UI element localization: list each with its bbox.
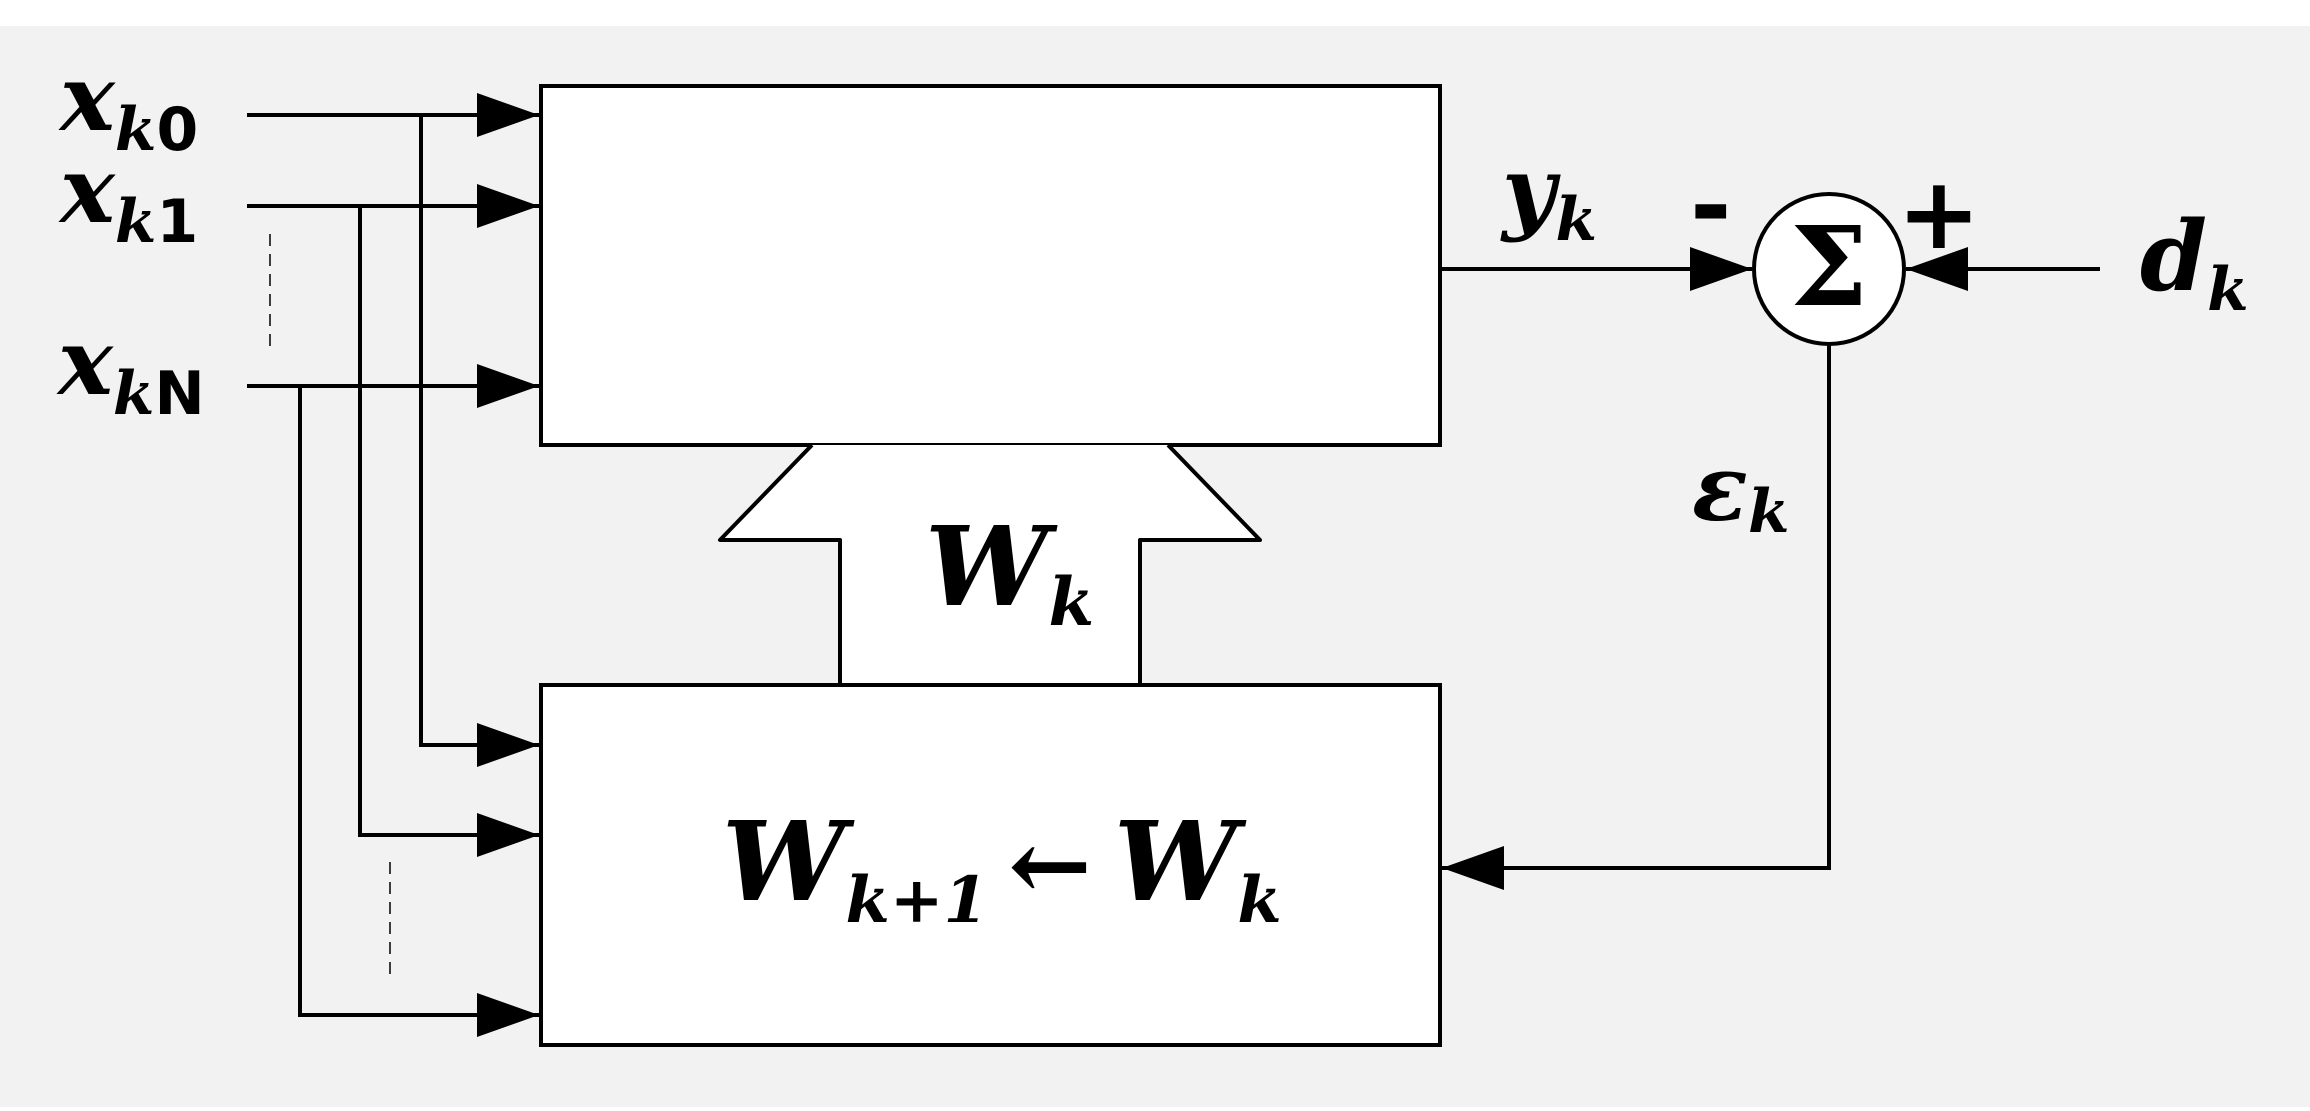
desired-label-dk: dk [2140, 200, 2249, 325]
plus-sign: + [1897, 155, 1981, 272]
input-label-x1: xk1 [58, 136, 198, 257]
minus-sign: - [1690, 147, 1732, 264]
update-rule: Wk+1←Wk [722, 797, 1282, 938]
branch-x1 [358, 206, 539, 857]
error-label-ek: εk [1692, 434, 1790, 547]
input-lines [247, 93, 539, 1037]
weight-vector-arrow [718, 443, 1262, 687]
filter-block [539, 84, 1442, 447]
weight-label-wk: Wk [925, 502, 1094, 641]
error-feedback-line [1442, 344, 1831, 890]
input-label-xN: xkN [56, 308, 205, 429]
branch-x0 [419, 115, 539, 767]
weight-update-block [539, 683, 1442, 1047]
summer-glyph: Σ [1790, 202, 1868, 331]
branch-xN [298, 386, 539, 1037]
output-label-yk: yk [1500, 136, 1597, 255]
input-label-x0: xk0 [58, 44, 198, 165]
